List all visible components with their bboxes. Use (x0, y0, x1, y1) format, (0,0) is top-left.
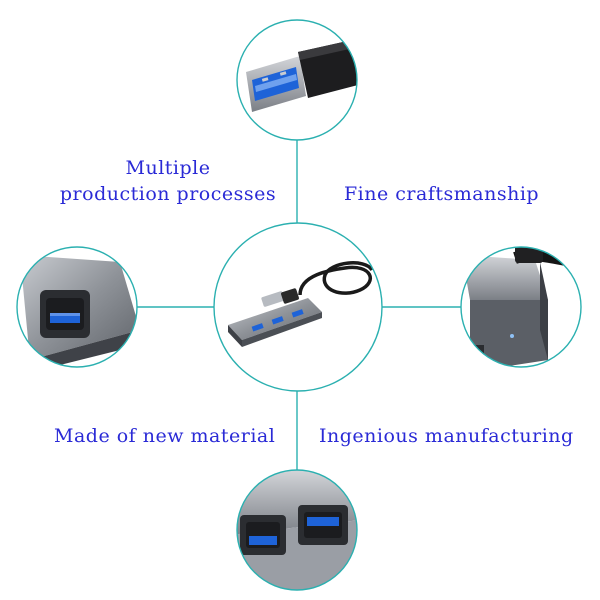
usb-plug-icon (236, 19, 358, 141)
label-line-2: production processes (59, 183, 277, 205)
hub-corner-icon (460, 246, 582, 368)
connector-lines (137, 140, 461, 470)
usb-hub-icon (213, 222, 383, 392)
label-fine-craftsmanship: Fine craftsmanship (344, 183, 540, 205)
label-ingenious-manufacturing: Ingenious manufacturing (319, 425, 574, 447)
usb-port-closeup-icon (16, 246, 138, 368)
dual-usb-ports-icon (236, 469, 358, 591)
label-new-material: Made of new material (54, 425, 276, 447)
label-multiple-production: Multiple production processes (58, 155, 278, 207)
label-line-1: Multiple (125, 157, 211, 179)
